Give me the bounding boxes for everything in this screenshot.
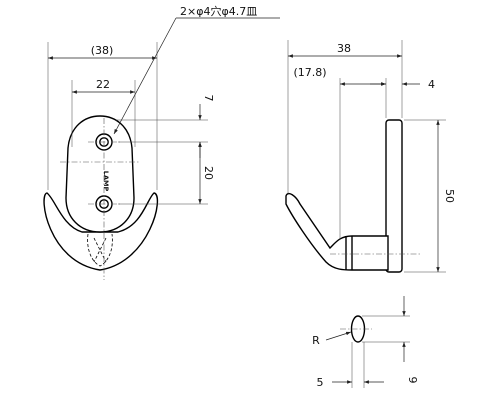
dim-section-height: 9	[406, 377, 419, 384]
radius-label: R	[312, 334, 320, 347]
lamp-logo: LAMP	[102, 171, 110, 192]
dim-hook-depth: (17.8)	[293, 66, 326, 79]
radius-leader	[325, 331, 352, 341]
dim-overall-width: (38)	[91, 44, 114, 57]
dim-plate-thickness: 4	[428, 78, 435, 91]
side-view: 38 (17.8) 4 50	[285, 40, 456, 273]
hole-callout: 2×φ4穴φ4.7皿	[180, 4, 257, 18]
base-plate	[65, 115, 135, 233]
hidden-hook-outline	[87, 233, 113, 267]
dim-height: 50	[443, 189, 456, 203]
side-hook-body	[285, 192, 389, 271]
dim-hole-span: 22	[96, 78, 110, 91]
dim-top-offset: 7	[202, 95, 215, 102]
side-wall-plate	[385, 119, 403, 273]
hook-arms	[43, 192, 158, 271]
section-view: R 5 9	[312, 296, 419, 389]
dim-overall-depth: 38	[337, 42, 351, 55]
dim-section-width: 5	[317, 376, 324, 389]
dim-hole-pitch: 20	[202, 166, 215, 180]
hole-callout-leader	[113, 17, 177, 135]
front-view: LAMP (38) 22 7 20 2×φ4穴φ4.7皿	[43, 4, 280, 280]
